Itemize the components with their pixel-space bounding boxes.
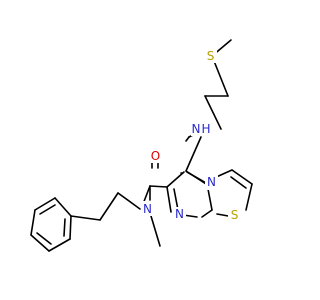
bond [204,95,222,130]
bond [231,169,253,185]
atom-hydrogen: H [201,122,210,136]
bond [185,136,202,172]
bond [30,234,50,252]
atom-nitrogen-bridgehead: N [205,175,218,190]
atom-labels: S N H O N N N [141,48,241,223]
atom-symbol: O [151,149,160,163]
bond [34,197,56,211]
bond [69,215,72,240]
atom-symbol: S [231,208,239,222]
bond [99,192,119,221]
bond [150,215,161,247]
atom-symbol: N [192,122,201,136]
bond [166,171,185,188]
atom-symbol: N [207,175,216,189]
bond [230,176,247,189]
atom-oxygen-carbonyl: O [149,148,162,163]
bond [186,171,207,184]
bond [30,209,36,236]
bond [70,215,101,221]
bond-lines [30,39,253,252]
bond [117,192,141,210]
atom-symbol: S [207,49,215,63]
bond [36,232,52,245]
bond [185,136,190,142]
bond [166,186,172,213]
atom-sulfur-thiazole: S [228,208,241,223]
bond [54,197,72,217]
atom-symbol: N [175,207,184,221]
bond [63,218,66,237]
atom-nitrogen-imidazole: N [173,207,186,222]
bond [245,183,253,211]
bond [173,188,179,211]
bond [48,238,71,252]
atom-sulfur-thioether: S [204,48,217,63]
atom-amine-nh: N H [191,121,213,136]
atom-symbol: N [143,202,152,216]
atom-nitrogen-amide: N [141,201,154,216]
molecule-svg: S N H O N N N [30,39,253,252]
bond [201,209,213,218]
bond [149,185,168,188]
molecule-structure-diagram: S N H O N N N [30,39,253,252]
bond [207,188,213,211]
bond [39,204,56,215]
